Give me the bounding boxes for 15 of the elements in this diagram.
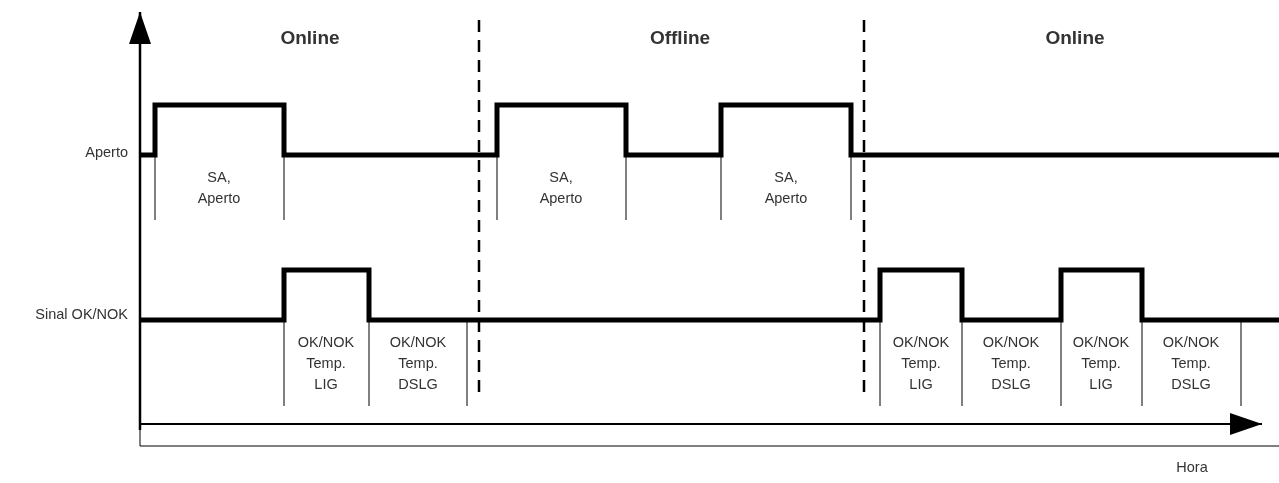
interval-label: OK/NOK Temp. DSLG bbox=[981, 332, 1041, 394]
phase-label: Offline bbox=[649, 26, 711, 48]
interval-label: OK/NOK Temp. LIG bbox=[891, 332, 951, 394]
phase-label: Online bbox=[280, 26, 340, 48]
interval-label: SA, Aperto bbox=[538, 168, 584, 208]
phase-label: Online bbox=[1045, 26, 1105, 48]
signal-name: Aperto bbox=[85, 142, 128, 162]
interval-label: OK/NOK Temp. DSLG bbox=[1161, 332, 1221, 394]
interval-label: OK/NOK Temp. LIG bbox=[296, 332, 356, 394]
signal-name: Sinal OK/NOK bbox=[35, 304, 128, 324]
interval-label: OK/NOK Temp. DSLG bbox=[388, 332, 448, 394]
interval-label: SA, Aperto bbox=[763, 168, 809, 208]
interval-label: OK/NOK Temp. LIG bbox=[1071, 332, 1131, 394]
interval-label: SA, Aperto bbox=[196, 168, 242, 208]
axis-title: Hora bbox=[1176, 457, 1208, 477]
